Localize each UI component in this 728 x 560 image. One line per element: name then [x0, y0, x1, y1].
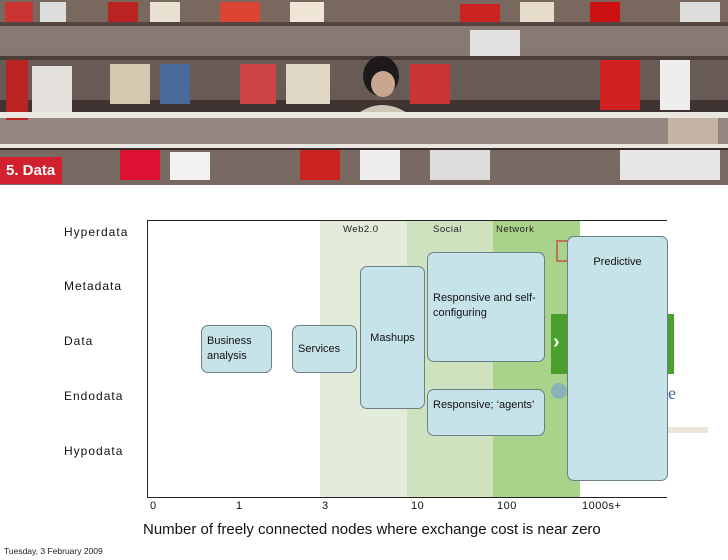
green-logo-arrow-icon: ›	[553, 331, 560, 353]
x-axis-line	[147, 497, 667, 498]
x-tick-3: 3	[322, 500, 329, 512]
box-predictive: Predictive	[567, 236, 668, 481]
newsstand-photo-banner: 5. Data	[0, 0, 728, 185]
blue-logo-icon	[551, 383, 567, 399]
data-maturity-diagram: Web2.0 Social Network › e Hyperdata Meta…	[0, 185, 728, 560]
y-level-metadata: Metadata	[64, 279, 123, 293]
box-mashups: Mashups	[360, 266, 425, 409]
axis-top-line	[147, 220, 667, 221]
y-level-endodata: Endodata	[64, 389, 124, 403]
small-logo-tag	[664, 427, 708, 433]
x-tick-1000s: 1000s+	[582, 500, 622, 512]
slide-date: Tuesday, 3 February 2009	[4, 546, 103, 556]
section-title: 5. Data	[0, 157, 62, 184]
band-label-web20: Web2.0	[343, 224, 379, 235]
x-tick-1: 1	[236, 500, 243, 512]
box-business-analysis: Business analysis	[201, 325, 272, 373]
box-services: Services	[292, 325, 357, 373]
y-axis-line	[147, 220, 148, 498]
box-responsive-self-configuring: Responsive and self-configuring	[427, 252, 545, 362]
x-tick-10: 10	[411, 500, 425, 512]
band-label-network: Network	[496, 224, 535, 235]
x-axis-label: Number of freely connected nodes where e…	[143, 521, 601, 538]
x-tick-0: 0	[150, 500, 157, 512]
y-level-hyperdata: Hyperdata	[64, 225, 129, 239]
band-label-social: Social	[433, 224, 462, 235]
y-level-data: Data	[64, 334, 94, 348]
blue-logo-letter-icon: e	[668, 383, 676, 403]
box-responsive-agents: Responsive; ‘agents’	[427, 389, 545, 436]
y-level-hypodata: Hypodata	[64, 444, 124, 458]
x-tick-100: 100	[497, 500, 517, 512]
newsstand-photo	[0, 0, 728, 185]
